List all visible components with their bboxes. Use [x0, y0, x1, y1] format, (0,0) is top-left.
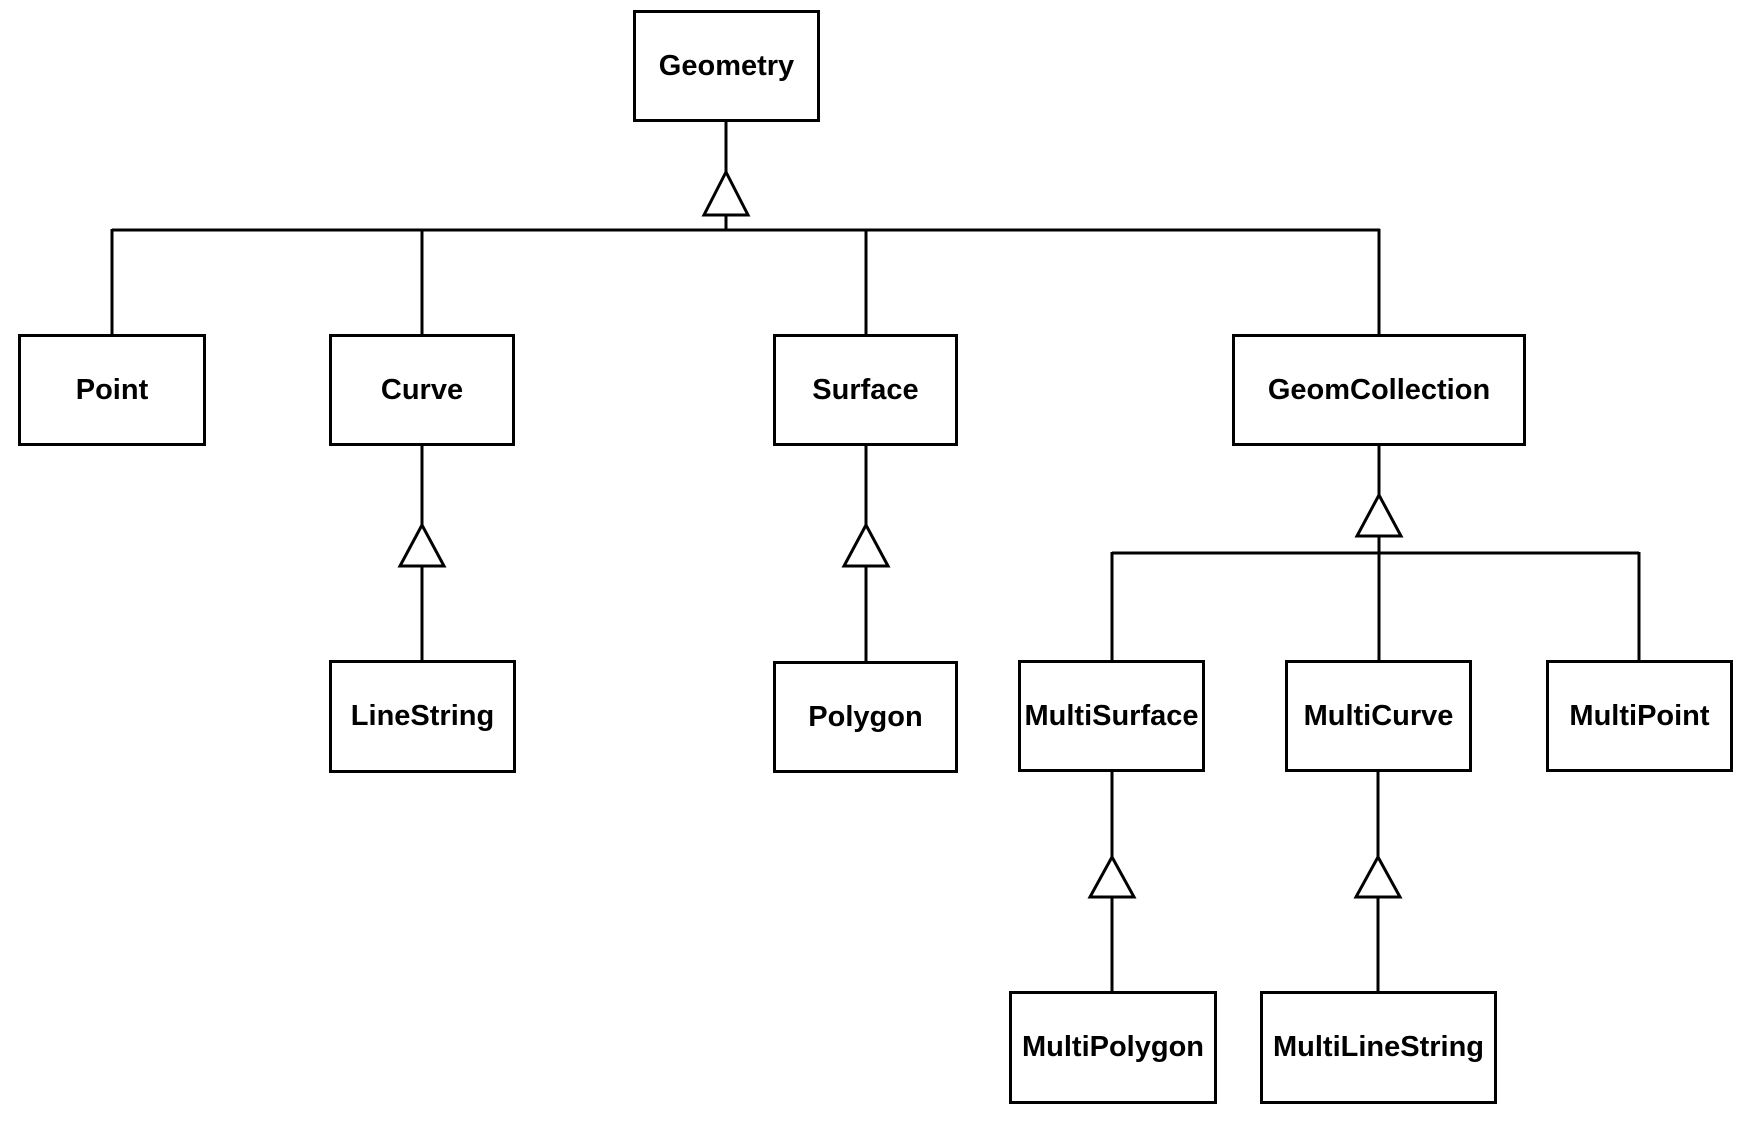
class-label-geometry: Geometry [658, 49, 795, 82]
class-box-surface: Surface [773, 334, 958, 446]
class-label-multicurve: MultiCurve [1303, 699, 1454, 732]
generalization-arrow-curve [397, 521, 447, 568]
class-label-point: Point [75, 373, 149, 406]
class-label-multipolygon: MultiPolygon [1021, 1031, 1205, 1063]
class-box-multipoint: MultiPoint [1546, 660, 1733, 772]
generalization-arrow-geometry [701, 168, 751, 217]
class-box-multicurve: MultiCurve [1285, 660, 1472, 772]
class-box-geomcollection: GeomCollection [1232, 334, 1526, 446]
class-label-linestring: LineString [350, 700, 495, 732]
class-box-point: Point [18, 334, 206, 446]
class-label-multipoint: MultiPoint [1569, 699, 1710, 732]
class-box-polygon: Polygon [773, 661, 958, 773]
class-label-multilinestring: MultiLineString [1272, 1031, 1485, 1063]
class-label-polygon: Polygon [808, 700, 923, 733]
class-label-multisurface: MultiSurface [1024, 699, 1199, 732]
class-box-geometry: Geometry [633, 10, 820, 122]
class-label-curve: Curve [380, 373, 464, 406]
class-label-geomcollection: GeomCollection [1267, 373, 1491, 406]
class-box-multilinestring: MultiLineString [1260, 991, 1497, 1104]
class-box-multisurface: MultiSurface [1018, 660, 1205, 772]
generalization-arrow-multicurve [1353, 853, 1403, 899]
generalization-arrow-geomcollection [1354, 491, 1404, 538]
generalization-arrow-surface [841, 521, 891, 568]
class-label-surface: Surface [812, 373, 919, 406]
generalization-arrow-multisurface [1087, 853, 1137, 899]
class-box-multipolygon: MultiPolygon [1009, 991, 1217, 1104]
class-box-linestring: LineString [329, 660, 516, 773]
class-box-curve: Curve [329, 334, 515, 446]
